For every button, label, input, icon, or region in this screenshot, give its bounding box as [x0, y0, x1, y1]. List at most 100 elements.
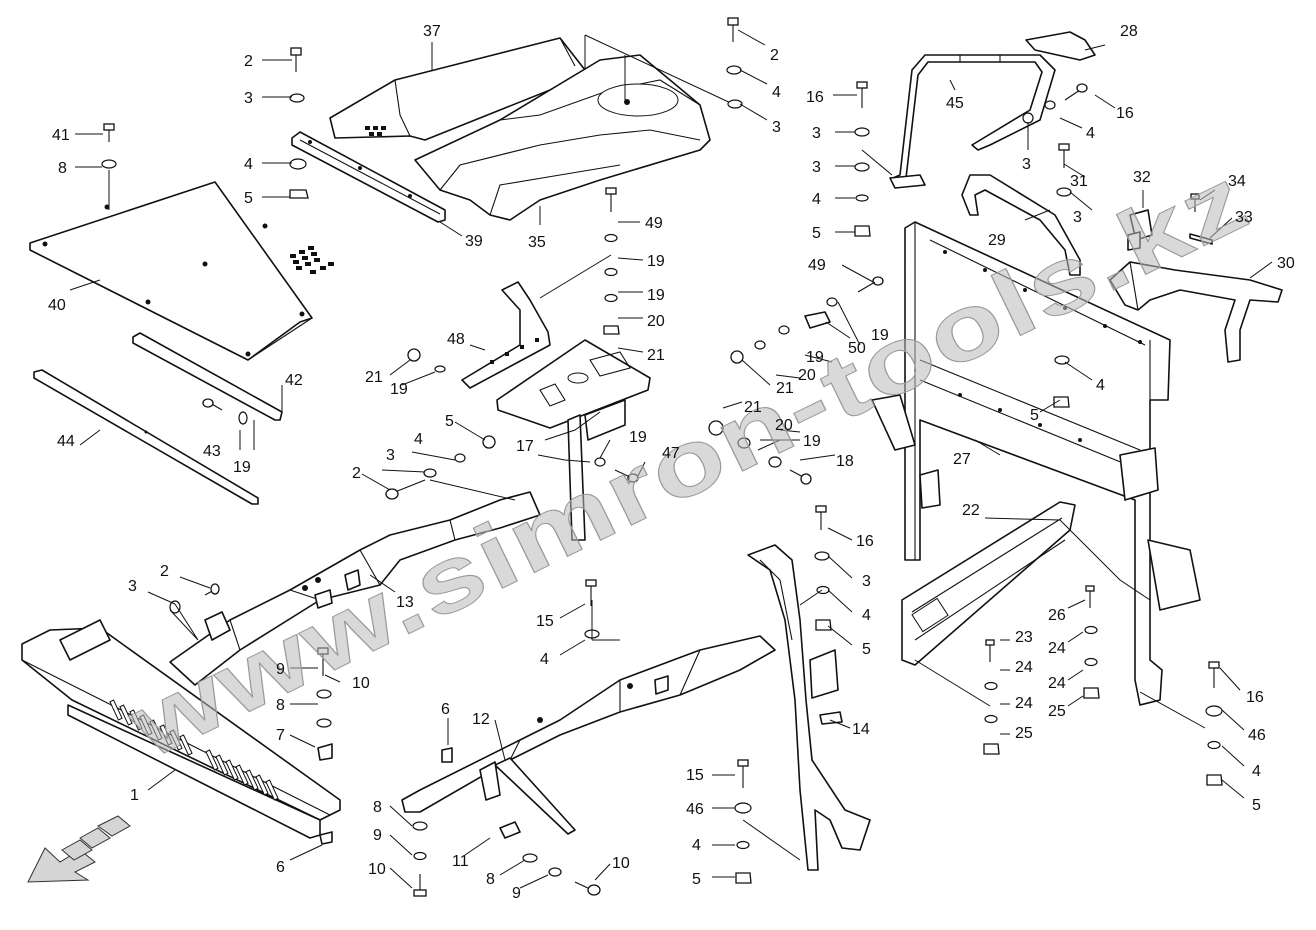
callout-42: 42	[285, 372, 303, 389]
callout-24: 24	[1048, 640, 1066, 657]
part-22-rear-brace	[901, 501, 1076, 666]
callout-10: 10	[368, 861, 386, 878]
callout-26: 26	[1048, 607, 1066, 624]
callout-29: 29	[988, 232, 1006, 249]
fastener-stack-46-right	[1205, 661, 1223, 786]
callout-21: 21	[365, 369, 383, 386]
part-1-front-skid-plate	[21, 619, 341, 839]
callout-17: 17	[516, 438, 534, 455]
part-32-switch	[1127, 209, 1153, 251]
callout-13: 13	[396, 594, 414, 611]
callout-4: 4	[772, 84, 781, 101]
callout-24: 24	[1048, 675, 1066, 692]
callout-49: 49	[645, 215, 663, 232]
callout-6: 6	[276, 859, 285, 876]
callout-35: 35	[528, 234, 546, 251]
callout-19: 19	[629, 429, 647, 446]
callout-45: 45	[946, 95, 964, 112]
callout-9: 9	[276, 661, 285, 678]
callout-8: 8	[58, 160, 67, 177]
callout-11: 11	[452, 853, 469, 870]
callout-21: 21	[776, 380, 794, 397]
fastener-stack-center	[603, 187, 620, 335]
callout-4: 4	[414, 431, 423, 448]
callout-37: 37	[423, 23, 441, 40]
callout-5: 5	[1252, 797, 1261, 814]
callout-20: 20	[775, 417, 793, 434]
fastener-stack-40	[101, 123, 117, 169]
part-29-grab-handle	[961, 174, 1081, 276]
callout-20: 20	[798, 367, 816, 384]
callout-10: 10	[612, 855, 630, 872]
part-14-side-tube	[747, 544, 871, 871]
callout-49: 49	[808, 257, 826, 274]
fastener-43	[202, 398, 248, 425]
callout-21: 21	[744, 399, 762, 416]
fastener-48	[407, 348, 446, 373]
callout-43: 43	[203, 443, 221, 460]
callout-19: 19	[806, 349, 824, 366]
callout-23: 23	[1015, 629, 1033, 646]
part-37-dash-top-cover	[329, 37, 586, 141]
callout-47: 47	[662, 445, 680, 462]
front-direction-arrow-icon	[27, 815, 131, 883]
callout-5: 5	[862, 641, 871, 658]
part-45-roll-hoop	[889, 54, 1056, 189]
fastener-stack-1	[316, 647, 333, 761]
leader-lines	[69, 29, 1273, 889]
callout-3: 3	[772, 119, 781, 136]
fastener-stack-13-upper	[385, 435, 496, 500]
callout-16: 16	[806, 89, 824, 106]
callout-3: 3	[244, 90, 253, 107]
callout-5: 5	[1030, 407, 1039, 424]
callout-39: 39	[465, 233, 483, 250]
callout-4: 4	[1086, 125, 1095, 142]
clip-6	[319, 747, 453, 845]
callout-16: 16	[856, 533, 874, 550]
part-42-strip	[132, 332, 283, 421]
callout-3: 3	[862, 573, 871, 590]
callout-4: 4	[692, 837, 701, 854]
callout-3: 3	[128, 578, 137, 595]
fastener-stack-50	[730, 276, 884, 364]
callout-19: 19	[647, 253, 665, 270]
fastener-stack-46-bottom	[734, 759, 752, 884]
callout-27: 27	[953, 451, 971, 468]
callout-20: 20	[647, 313, 665, 330]
callout-25: 25	[1048, 703, 1066, 720]
callout-8: 8	[276, 697, 285, 714]
fastener-stack-37	[726, 17, 743, 109]
callout-7: 7	[276, 727, 285, 744]
callout-8: 8	[486, 871, 495, 888]
callout-3: 3	[1022, 156, 1031, 173]
callout-19: 19	[871, 327, 889, 344]
part-27-rear-frame	[871, 221, 1201, 706]
callout-14: 14	[852, 721, 870, 738]
fastener-stack-12-left	[412, 821, 428, 897]
callout-4: 4	[1252, 763, 1261, 780]
callout-21: 21	[647, 347, 665, 364]
fastener-stack-12-right	[499, 821, 601, 896]
callout-8: 8	[373, 799, 382, 816]
callout-46: 46	[686, 801, 704, 818]
fastener-stack-45	[854, 81, 871, 237]
callout-44: 44	[57, 433, 75, 450]
callout-24: 24	[1015, 659, 1033, 676]
callout-3: 3	[812, 125, 821, 142]
callout-2: 2	[244, 53, 253, 70]
part-44-long-strip	[33, 369, 259, 505]
callout-34: 34	[1228, 173, 1246, 190]
fastener-stack-29	[1022, 83, 1088, 124]
callout-25: 25	[1015, 725, 1033, 742]
callout-41: 41	[52, 127, 70, 144]
callout-4: 4	[244, 156, 253, 173]
fastener-stack-26	[1083, 585, 1100, 699]
callout-3: 3	[812, 159, 821, 176]
callout-3: 3	[386, 447, 395, 464]
callout-31: 31	[1070, 173, 1088, 190]
callout-5: 5	[244, 190, 253, 207]
callout-24: 24	[1015, 695, 1033, 712]
callout-10: 10	[352, 675, 370, 692]
callout-40: 40	[48, 297, 66, 314]
